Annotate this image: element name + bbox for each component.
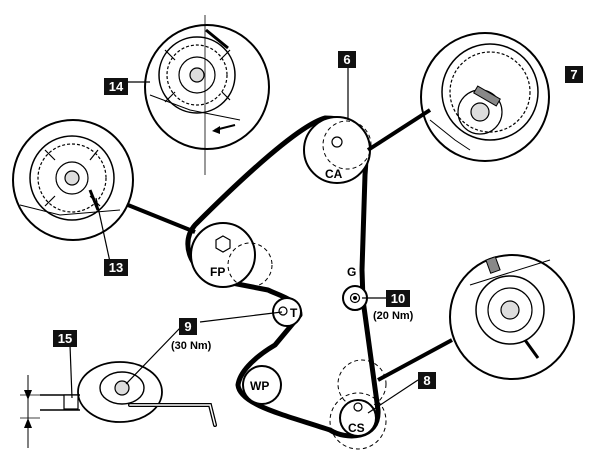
callout-7: 7 xyxy=(565,66,583,83)
guide-label: G xyxy=(347,265,356,279)
leader-lines xyxy=(69,68,453,414)
detail-view-7 xyxy=(420,32,550,162)
svg-text:8: 8 xyxy=(423,373,430,388)
timing-belt xyxy=(185,115,381,439)
camshaft-pulley: CA xyxy=(303,116,372,184)
detail-view-15 xyxy=(20,361,217,448)
svg-text:13: 13 xyxy=(109,260,123,275)
crankshaft-pulley: CS xyxy=(329,359,387,450)
fuel-pump-label: FP xyxy=(210,265,225,279)
detail-view-8 xyxy=(449,254,575,380)
detail-view-14 xyxy=(144,15,270,175)
crankshaft-label: CS xyxy=(348,421,365,435)
water-pump-label: WP xyxy=(250,379,269,393)
fuel-pump-pulley: FP xyxy=(190,222,273,288)
callout-13: 13 xyxy=(104,259,128,276)
callout-10: 10 xyxy=(386,290,410,307)
tensioner-pulley: T xyxy=(272,297,302,327)
water-pump-pulley: WP xyxy=(242,365,282,405)
svg-text:15: 15 xyxy=(58,331,72,346)
svg-text:7: 7 xyxy=(570,67,577,82)
tensioner-torque: (30 Nm) xyxy=(171,340,212,352)
callout-8: 8 xyxy=(418,372,436,389)
detail-view-13 xyxy=(12,119,134,241)
svg-text:14: 14 xyxy=(109,79,124,94)
guide-torque: (20 Nm) xyxy=(373,310,414,322)
callout-9: 9 xyxy=(179,318,197,335)
tensioner-label: T xyxy=(290,306,298,320)
svg-text:10: 10 xyxy=(391,291,405,306)
callout-14: 14 xyxy=(104,78,128,95)
callout-15: 15 xyxy=(53,330,77,347)
guide-pulley: G xyxy=(342,265,368,311)
svg-text:6: 6 xyxy=(343,52,350,67)
callout-6: 6 xyxy=(338,51,356,68)
svg-text:9: 9 xyxy=(184,319,191,334)
camshaft-label: CA xyxy=(325,167,343,181)
